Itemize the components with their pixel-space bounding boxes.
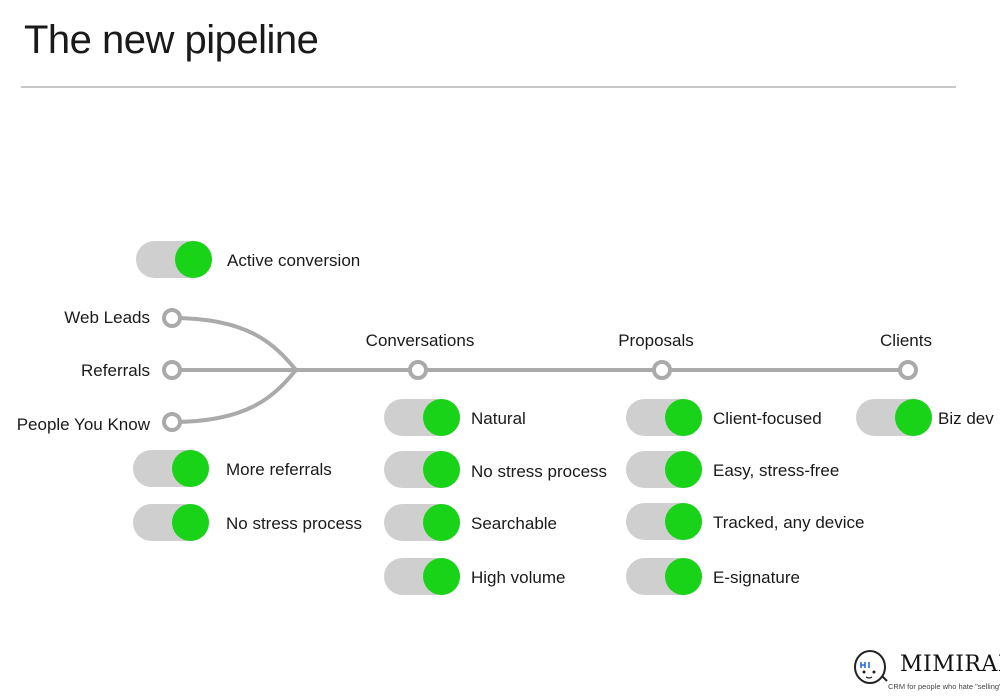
- toggle-knob: [172, 504, 209, 541]
- toggle-knob: [175, 241, 212, 278]
- logo-brand: MIMIRAN: [900, 652, 1000, 677]
- benefit-label: Natural: [471, 409, 526, 428]
- stage-label-clients: Clients: [880, 331, 932, 350]
- benefit-toggle[interactable]: [384, 504, 460, 541]
- node-proposals: [652, 360, 672, 380]
- source-label-web-leads: Web Leads: [64, 308, 150, 327]
- logo-tagline: CRM for people who hate "selling": [888, 682, 1000, 691]
- branch-web-leads: [171, 316, 298, 372]
- node-people-you-know: [162, 412, 182, 432]
- benefit-toggle[interactable]: [626, 451, 702, 488]
- node-clients: [898, 360, 918, 380]
- page-title: The new pipeline: [24, 18, 319, 62]
- toggle-knob: [423, 399, 460, 436]
- benefit-toggle[interactable]: [626, 503, 702, 540]
- legend-label: Active conversion: [227, 251, 361, 270]
- benefit-toggle[interactable]: [133, 450, 209, 487]
- benefit-label: No stress process: [226, 514, 363, 533]
- toggle-knob: [665, 451, 702, 488]
- toggle-knob: [423, 558, 460, 595]
- benefit-toggle[interactable]: [384, 558, 460, 595]
- benefit-label: More referrals: [226, 460, 332, 479]
- branch-people-you-know: [171, 368, 298, 424]
- toggle-knob: [172, 450, 209, 487]
- benefit-label: Searchable: [471, 514, 558, 533]
- legend-toggle[interactable]: [136, 241, 212, 278]
- benefit-toggle[interactable]: [626, 399, 702, 436]
- node-conversations: [408, 360, 428, 380]
- toggle-knob: [423, 451, 460, 488]
- benefit-toggle[interactable]: [384, 451, 460, 488]
- source-label-people-you-know: People You Know: [16, 415, 150, 434]
- toggle-knob: [665, 399, 702, 436]
- benefit-label: Client-focused: [713, 409, 822, 428]
- benefit-toggle[interactable]: [384, 399, 460, 436]
- stage-label-conversations: Conversations: [365, 331, 475, 350]
- benefit-label: Easy, stress-free: [713, 461, 840, 480]
- benefit-toggle[interactable]: [856, 399, 932, 436]
- mascot-icon: [854, 650, 888, 684]
- benefit-toggle[interactable]: [626, 558, 702, 595]
- toggle-knob: [895, 399, 932, 436]
- toggle-knob: [665, 558, 702, 595]
- toggle-knob: [665, 503, 702, 540]
- benefit-label: E-signature: [713, 568, 800, 587]
- stage-label-proposals: Proposals: [618, 331, 694, 350]
- benefit-toggle[interactable]: [133, 504, 209, 541]
- node-referrals: [162, 360, 182, 380]
- toggle-knob: [423, 504, 460, 541]
- benefit-label: Biz dev: [938, 409, 994, 428]
- benefit-label: Tracked, any device: [713, 513, 865, 532]
- source-label-referrals: Referrals: [81, 361, 150, 380]
- title-divider: [21, 86, 956, 88]
- node-web-leads: [162, 308, 182, 328]
- benefit-label: No stress process: [471, 462, 608, 481]
- mimiran-logo: MIMIRAN CRM for people who hate "selling…: [850, 646, 1000, 696]
- benefit-label: High volume: [471, 568, 566, 587]
